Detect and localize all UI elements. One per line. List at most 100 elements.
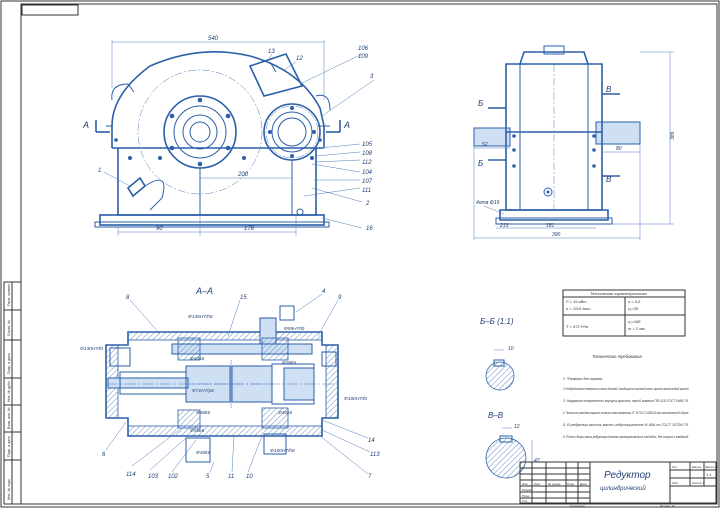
tb-scale-val: 1:1: [706, 472, 712, 477]
dim-389: 389: [670, 131, 676, 140]
callout-12: 12: [296, 56, 303, 62]
tb-sheets: Листов 1: [692, 481, 705, 485]
tb-role-9: Утв.: [522, 499, 528, 503]
stamp-1: Перв. примен.: [7, 283, 11, 306]
callout-102: 102: [168, 474, 179, 480]
callout-112: 112: [362, 160, 372, 166]
tb-role-2: № докум.: [548, 482, 561, 486]
tb-mass: Масса: [692, 465, 701, 469]
tech-n: n = 1116 /мин: [566, 306, 591, 311]
title-block: Изм. Лист № докум. Подп. Дата Разраб. Пр…: [519, 461, 718, 508]
tb-copied: Копировал: [570, 504, 585, 508]
dim-52: 52: [482, 142, 488, 148]
callout-3: 3: [370, 74, 374, 80]
callout-7: 7: [368, 474, 372, 480]
section-v-v-title: В–В: [488, 411, 504, 420]
tech-requirements: Технические требования 1. *Размеры для с…: [562, 354, 689, 439]
req-3: 3. Наружные поверхности корпуса красить …: [563, 399, 689, 403]
callout-8: 8: [126, 295, 130, 301]
callout-10: 10: [246, 474, 253, 480]
fit-2: Ф130H7/h8: [188, 314, 213, 320]
tb-role-6: Пров.: [522, 494, 530, 498]
callout-113: 113: [370, 452, 380, 458]
callout-14: 14: [368, 438, 375, 444]
holes-label: 4отв Ф19: [476, 200, 499, 206]
req-2: 2. Необработанные поверхности литых дета…: [562, 387, 689, 391]
dim-178: 178: [244, 226, 255, 232]
section-v-v: В–В 12 47: [485, 411, 540, 479]
stamp-6: Подп. и дата: [7, 436, 11, 457]
tb-format: Формат А1: [660, 504, 675, 508]
tb-name: Редуктор: [604, 470, 651, 481]
dim-213: 213: [499, 223, 509, 229]
dim-540: 540: [208, 36, 219, 42]
stamp-3: Подп. и дата: [7, 353, 11, 374]
section-b-b-title: Б–Б (1:1): [480, 317, 514, 326]
tech-characteristics: Техническая характеристика P = 19 кВт n …: [562, 289, 686, 337]
fit-5: Ф36k6: [282, 360, 297, 366]
fit-9: Ф40k6: [278, 410, 293, 416]
section-a-a: А–А Ф130H7/l0 Ф13: [80, 286, 380, 480]
dim-390: 390: [552, 232, 561, 238]
section-b-b: Б–Б (1:1) 10: [480, 317, 515, 391]
callout-16: 16: [366, 226, 373, 232]
bb-key: 10: [508, 346, 514, 352]
tb-role-0: Изм.: [522, 482, 529, 486]
req-1: 1. *Размеры для справок.: [563, 377, 603, 381]
fit-7: Ф40k6: [196, 410, 211, 416]
tb-role-5: Разраб.: [522, 488, 533, 492]
tb-role-1: Лист: [534, 482, 541, 486]
vv-key: 12: [514, 424, 520, 430]
fit-10: Ф100H7/l0: [344, 396, 367, 402]
callout-108: 108: [362, 151, 373, 157]
callout-2: 2: [365, 201, 370, 207]
dim-80: 80: [616, 146, 622, 152]
tb-role-3: Подп.: [567, 482, 575, 486]
callout-107: 107: [362, 179, 373, 185]
callout-13: 13: [268, 49, 275, 55]
tech-z1: z₁=30: [627, 306, 639, 311]
stamp-2: Справ. №: [7, 320, 11, 336]
fit-6: Ф71H7/p6: [192, 388, 214, 394]
callout-105: 105: [362, 142, 373, 148]
callout-114: 114: [126, 472, 136, 478]
sheet-inner-frame: [20, 3, 718, 505]
tb-scale: Масштаб: [705, 465, 718, 469]
fit-8: Ф55k6: [190, 428, 205, 434]
tech-m: m = 2 мм: [628, 326, 645, 331]
fit-11: Ф100H7/h8: [270, 448, 295, 454]
tech-u: u = 5,6: [628, 299, 641, 304]
tb-lit: Лит.: [672, 465, 678, 469]
side-view: Б Б В В 52 80 389 213 181 390 4отв Ф19: [473, 45, 676, 240]
dim-200: 200: [237, 172, 249, 178]
mark-b-bottom: Б: [478, 159, 483, 168]
tech-req-title: Технические требования: [592, 354, 642, 359]
fit-3: Ф55H7/l0: [284, 326, 305, 332]
callout-11: 11: [228, 474, 234, 480]
dim-90: 90: [156, 226, 163, 232]
callout-15: 15: [240, 295, 247, 301]
callout-106: 106: [358, 46, 369, 52]
tb-doc: цилиндрический: [600, 485, 646, 492]
req-4: 4. Плоскость разъёма покрыть тонким слое…: [563, 411, 689, 415]
callout-4: 4: [322, 289, 326, 295]
section-a-a-title: А–А: [195, 286, 213, 296]
callout-1: 1: [98, 168, 101, 174]
callout-111: 111: [362, 188, 371, 194]
mark-a-right: А: [343, 120, 350, 130]
callout-104: 104: [362, 170, 373, 176]
tech-t: T = 972 Н*м: [566, 324, 588, 329]
tech-z2: z₂=168: [627, 319, 641, 324]
front-view: А А 540 200 90 178 13 12 106 109 3 105: [82, 36, 375, 236]
callout-6: 6: [102, 452, 106, 458]
stamp-4: Инв. № дубл.: [7, 380, 11, 402]
vv-depth: 47: [534, 458, 540, 464]
fit-1: Ф130H7/l0: [80, 346, 103, 352]
callout-5: 5: [206, 474, 210, 480]
stamp-5: Взам. инв. №: [7, 407, 11, 429]
mark-b-top: Б: [478, 99, 483, 108]
mark-a-left: А: [82, 120, 89, 130]
callout-103: 103: [148, 474, 159, 480]
